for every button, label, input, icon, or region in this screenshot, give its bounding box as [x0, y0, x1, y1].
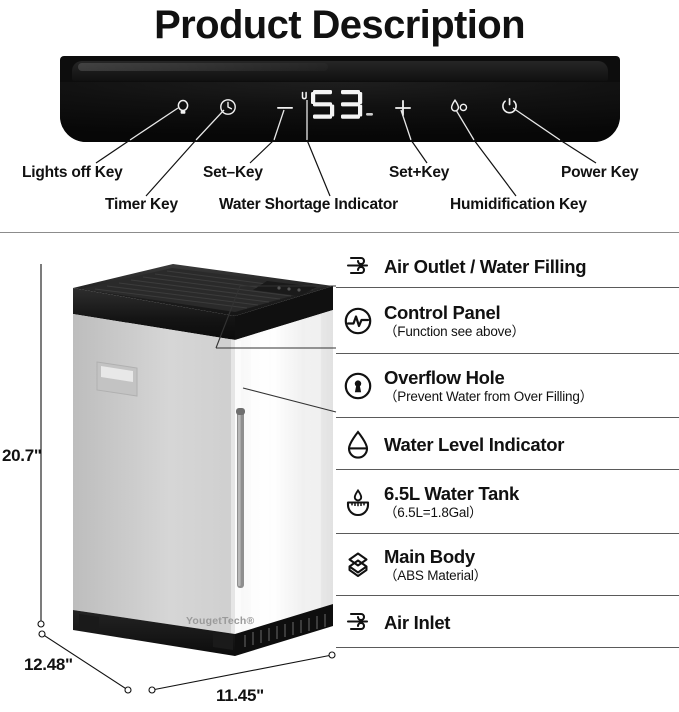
callout-set-plus-key: Set+Key: [389, 164, 450, 181]
feature-row-air-outlet: Air Outlet / Water Filling: [336, 244, 679, 288]
feature-list: Air Outlet / Water Filling Control Panel…: [336, 244, 679, 648]
body-side-face: [73, 314, 235, 634]
section-divider: [0, 232, 679, 233]
clock-icon[interactable]: [219, 98, 237, 116]
feature-sublabel: （Function see above）: [384, 324, 525, 339]
callout-humidification-key: Humidification Key: [450, 196, 587, 213]
dimension-height: 20.7": [2, 446, 42, 465]
feature-text: Control Panel （Function see above）: [378, 302, 525, 340]
dimension-width: 11.45": [216, 686, 264, 705]
water-tank-icon: [338, 482, 378, 522]
main-body-icon: [338, 545, 378, 585]
humidification-droplet-icon[interactable]: [449, 98, 469, 116]
feature-row-water-tank: 6.5L Water Tank （6.5L=1.8Gal）: [336, 470, 679, 534]
callout-lights-off-key: Lights off Key: [22, 164, 123, 181]
row-rule: [336, 647, 679, 648]
power-icon[interactable]: [500, 97, 519, 116]
row-rule: [336, 287, 679, 288]
air-outlet-top-deck: [73, 264, 333, 316]
dimension-depth: 12.48": [24, 655, 73, 674]
water-shortage-glyph: [301, 91, 307, 100]
feature-label: Main Body: [384, 546, 475, 567]
feature-text: Air Outlet / Water Filling: [378, 255, 587, 277]
air-inlet-base: [73, 604, 333, 656]
callout-water-shortage: Water Shortage Indicator: [219, 196, 398, 213]
seven-segment-display: [300, 88, 378, 122]
feature-label: 6.5L Water Tank: [384, 483, 519, 504]
air-flow-icon: [338, 602, 378, 642]
overflow-hole: [236, 408, 245, 415]
panel-highlight: [78, 63, 328, 71]
plus-icon[interactable]: [394, 99, 412, 117]
feature-row-water-level: Water Level Indicator: [336, 418, 679, 470]
overflow-hole-icon: [338, 366, 378, 406]
feature-text: Water Level Indicator: [378, 434, 564, 455]
row-rule: [336, 417, 679, 418]
page-title: Product Description: [154, 3, 525, 47]
row-rule: [336, 353, 679, 354]
feature-text: 6.5L Water Tank （6.5L=1.8Gal）: [378, 483, 519, 521]
feature-label: Air Inlet: [384, 611, 451, 633]
feature-sublabel: （Prevent Water from Over Filling）: [384, 389, 593, 404]
row-rule: [336, 595, 679, 596]
row-rule: [336, 533, 679, 534]
water-level-strip: [236, 408, 245, 588]
air-flow-icon: [338, 246, 378, 286]
feature-row-main-body: Main Body （ABS Material）: [336, 534, 679, 596]
feature-label: Air Outlet / Water Filling: [384, 255, 587, 277]
feature-row-control-panel: Control Panel （Function see above）: [336, 288, 679, 354]
brand-logo: YougetTech®: [186, 615, 255, 627]
feature-sublabel: （6.5L=1.8Gal）: [384, 505, 483, 520]
feature-sublabel: （ABS Material）: [384, 568, 487, 583]
feature-label: Control Panel: [384, 302, 501, 323]
feature-row-overflow-hole: Overflow Hole （Prevent Water from Over F…: [336, 354, 679, 418]
feature-label: Water Level Indicator: [384, 433, 565, 455]
feature-text: Overflow Hole （Prevent Water from Over F…: [378, 367, 593, 405]
row-rule: [336, 469, 679, 470]
control-panel-icon: [338, 301, 378, 341]
water-level-icon: [338, 424, 378, 464]
minus-icon[interactable]: [276, 104, 294, 112]
lightbulb-icon[interactable]: [175, 99, 191, 117]
side-handle-recess: [96, 361, 138, 397]
feature-row-air-inlet: Air Inlet: [336, 596, 679, 648]
callout-power-key: Power Key: [561, 164, 639, 181]
feature-label: Overflow Hole: [384, 367, 505, 388]
callout-set-minus-key: Set–Key: [203, 164, 263, 181]
feature-text: Main Body （ABS Material）: [378, 546, 487, 584]
top-dark-band: [73, 286, 333, 340]
callout-timer-key: Timer Key: [105, 196, 178, 213]
feature-text: Air Inlet: [378, 612, 450, 633]
